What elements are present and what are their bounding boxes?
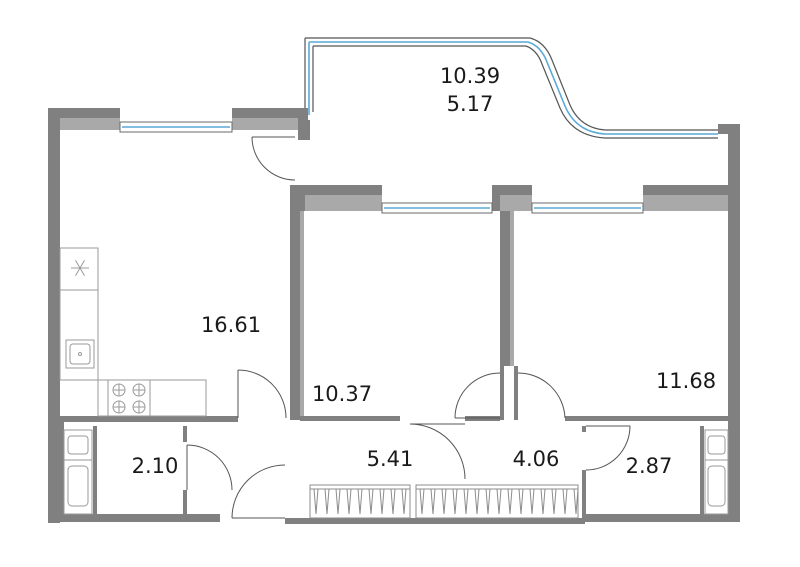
hatch-line bbox=[346, 488, 350, 515]
hatch-line bbox=[368, 488, 372, 515]
hatch-line bbox=[454, 488, 458, 515]
hatch-line bbox=[553, 488, 557, 515]
hatch-line bbox=[518, 488, 522, 515]
kitchen-living-area: 16.61 bbox=[201, 313, 261, 337]
hatch-line bbox=[476, 488, 480, 515]
hatch-line bbox=[370, 488, 374, 515]
hatch-line bbox=[575, 488, 579, 515]
hatch-line bbox=[337, 488, 341, 515]
hatch-line bbox=[498, 488, 502, 515]
bathtub-icon bbox=[704, 429, 729, 515]
hatch-line bbox=[507, 488, 511, 515]
hatch-line bbox=[348, 488, 352, 515]
hatch-line bbox=[335, 488, 339, 515]
hatch-line bbox=[313, 488, 317, 515]
bathroom-right-area: 2.87 bbox=[626, 454, 673, 478]
hatch-line bbox=[441, 488, 445, 515]
hatch-line bbox=[403, 488, 407, 515]
hatch-line bbox=[359, 488, 363, 515]
bedroom-right-area: 11.68 bbox=[656, 369, 716, 393]
hatch-line bbox=[551, 488, 555, 515]
hatch-line bbox=[573, 488, 577, 515]
bathtub-icon bbox=[63, 429, 93, 515]
balcony bbox=[304, 37, 740, 139]
hatch-line bbox=[432, 488, 436, 515]
hatch-line bbox=[326, 488, 330, 515]
hatch-line bbox=[452, 488, 456, 515]
hatch-line bbox=[430, 488, 434, 515]
hatch-line bbox=[463, 488, 467, 515]
hatch-line bbox=[564, 488, 568, 515]
hatch-line bbox=[540, 488, 544, 515]
hallway-area: 5.41 bbox=[367, 447, 414, 471]
balcony-area-reduced: 5.17 bbox=[447, 92, 494, 116]
hatch-line bbox=[509, 488, 513, 515]
hatch-line bbox=[379, 488, 383, 515]
stove-icon bbox=[107, 379, 151, 417]
hatch-line bbox=[496, 488, 500, 515]
hatch-line bbox=[357, 488, 361, 515]
area-labels: 10.39 5.17 16.61 10.37 11.68 2.10 5.41 4… bbox=[132, 64, 716, 478]
bathroom-left-area: 2.10 bbox=[132, 454, 179, 478]
bedroom-left-area: 10.37 bbox=[312, 382, 372, 406]
hatch-line bbox=[324, 488, 328, 515]
windows bbox=[119, 121, 644, 214]
wardrobe-hatch bbox=[416, 488, 579, 515]
hatch-line bbox=[443, 488, 447, 515]
hatch-line bbox=[520, 488, 524, 515]
hatch-line bbox=[421, 488, 425, 515]
hatch-line bbox=[542, 488, 546, 515]
hatch-line bbox=[465, 488, 469, 515]
hatch-line bbox=[392, 488, 396, 515]
snowflake-icon bbox=[71, 259, 89, 277]
hatch-line bbox=[474, 488, 478, 515]
wardrobes bbox=[309, 484, 579, 519]
hatch-line bbox=[487, 488, 491, 515]
kitchen-fixtures bbox=[59, 247, 207, 417]
hatch-line bbox=[401, 488, 405, 515]
walls bbox=[48, 108, 740, 524]
sink-icon bbox=[65, 339, 95, 369]
balcony-area-total: 10.39 bbox=[440, 64, 500, 88]
corridor-area: 4.06 bbox=[513, 447, 560, 471]
hatch-line bbox=[315, 488, 319, 515]
hatch-line bbox=[419, 488, 423, 515]
hatch-line bbox=[381, 488, 385, 515]
hatch-line bbox=[531, 488, 535, 515]
hatch-line bbox=[485, 488, 489, 515]
hatch-line bbox=[529, 488, 533, 515]
hatch-line bbox=[390, 488, 394, 515]
hatch-line bbox=[562, 488, 566, 515]
doors bbox=[186, 136, 631, 519]
wardrobe-hatch bbox=[310, 488, 410, 515]
bathroom-fixtures bbox=[63, 429, 729, 515]
